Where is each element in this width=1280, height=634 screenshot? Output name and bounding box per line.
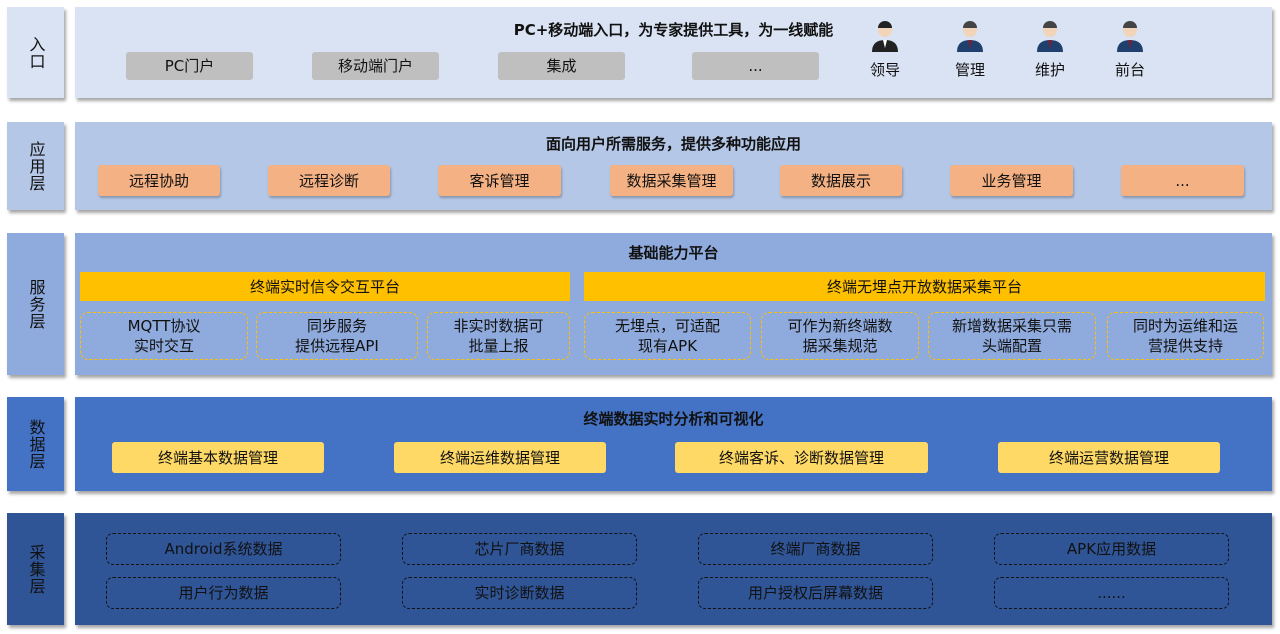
- data-layer-panel: 终端数据实时分析和可视化 终端基本数据管理 终端运维数据管理 终端客诉、诊断数据…: [75, 397, 1272, 491]
- feature-box: MQTT协议实时交互: [80, 312, 248, 360]
- role-leader-label: 领导: [869, 61, 900, 79]
- open-data-collection-platform: 终端无埋点开放数据采集平台: [584, 272, 1265, 301]
- app-item-remote-assist[interactable]: 远程协助: [98, 165, 220, 196]
- collect-layer-panel: Android系统数据 芯片厂商数据 终端厂商数据 APK应用数据 用户行为数据…: [75, 513, 1272, 625]
- app-item-data-display[interactable]: 数据展示: [780, 165, 902, 196]
- data-item-operation[interactable]: 终端运营数据管理: [998, 442, 1220, 473]
- entry-layer-panel: PC+移动端入口，为专家提供工具，为一线赋能 PC门户 移动端门户 集成 ...…: [75, 7, 1272, 98]
- app-item-remote-diagnosis[interactable]: 远程诊断: [268, 165, 390, 196]
- layer-label-service: 服务层: [7, 233, 64, 375]
- service-layer-panel: 基础能力平台 终端实时信令交互平台 终端无埋点开放数据采集平台 MQTT协议实时…: [75, 233, 1272, 375]
- collect-item: ......: [994, 577, 1229, 609]
- feature-box: 可作为新终端数据采集规范: [761, 312, 919, 360]
- layer-label-collect: 采集层: [7, 513, 64, 625]
- collect-item: 终端厂商数据: [698, 533, 933, 565]
- data-item-complaint-diagnosis[interactable]: 终端客诉、诊断数据管理: [675, 442, 928, 473]
- entry-title: PC+移动端入口，为专家提供工具，为一线赋能: [513, 21, 834, 39]
- app-item-data-collection[interactable]: 数据采集管理: [610, 165, 733, 196]
- collect-item: APK应用数据: [994, 533, 1229, 565]
- feature-box: 新增数据采集只需头端配置: [928, 312, 1096, 360]
- feature-box: 无埋点，可适配现有APK: [584, 312, 751, 360]
- leader-person-icon: [872, 21, 898, 52]
- collect-item: 实时诊断数据: [402, 577, 637, 609]
- data-item-ops[interactable]: 终端运维数据管理: [394, 442, 606, 473]
- more-entry-button[interactable]: ...: [692, 52, 819, 80]
- collect-item: 用户授权后屏幕数据: [698, 577, 933, 609]
- layer-label-data: 数据层: [7, 397, 64, 491]
- app-item-business[interactable]: 业务管理: [950, 165, 1073, 196]
- collect-item: 用户行为数据: [106, 577, 341, 609]
- layer-label-app: 应用层: [7, 122, 64, 210]
- service-title: 基础能力平台: [628, 244, 719, 262]
- role-maintain-label: 维护: [1034, 61, 1065, 79]
- maintenance-person-icon: [1037, 21, 1063, 52]
- pc-portal-button[interactable]: PC门户: [126, 52, 253, 80]
- realtime-signaling-platform: 终端实时信令交互平台: [80, 272, 570, 301]
- layer-label-entry: 入口: [7, 7, 64, 98]
- frontdesk-person-icon: [1117, 21, 1143, 52]
- app-title: 面向用户所需服务，提供多种功能应用: [545, 135, 801, 153]
- feature-box: 同步服务提供远程API: [256, 312, 418, 360]
- mobile-portal-button[interactable]: 移动端门户: [312, 52, 439, 80]
- app-item-complaint[interactable]: 客诉管理: [438, 165, 561, 196]
- role-manage-label: 管理: [954, 61, 985, 79]
- feature-box: 同时为运维和运营提供支持: [1107, 312, 1264, 360]
- collect-item: Android系统数据: [106, 533, 341, 565]
- integration-button[interactable]: 集成: [498, 52, 625, 80]
- manager-person-icon: [957, 21, 983, 52]
- app-item-more[interactable]: ...: [1121, 165, 1244, 196]
- role-frontdesk-label: 前台: [1114, 61, 1145, 79]
- collect-item: 芯片厂商数据: [402, 533, 637, 565]
- data-title: 终端数据实时分析和可视化: [583, 410, 764, 428]
- data-item-basic[interactable]: 终端基本数据管理: [112, 442, 324, 473]
- app-layer-panel: 面向用户所需服务，提供多种功能应用 远程协助 远程诊断 客诉管理 数据采集管理 …: [75, 122, 1272, 210]
- feature-box: 非实时数据可批量上报: [427, 312, 570, 360]
